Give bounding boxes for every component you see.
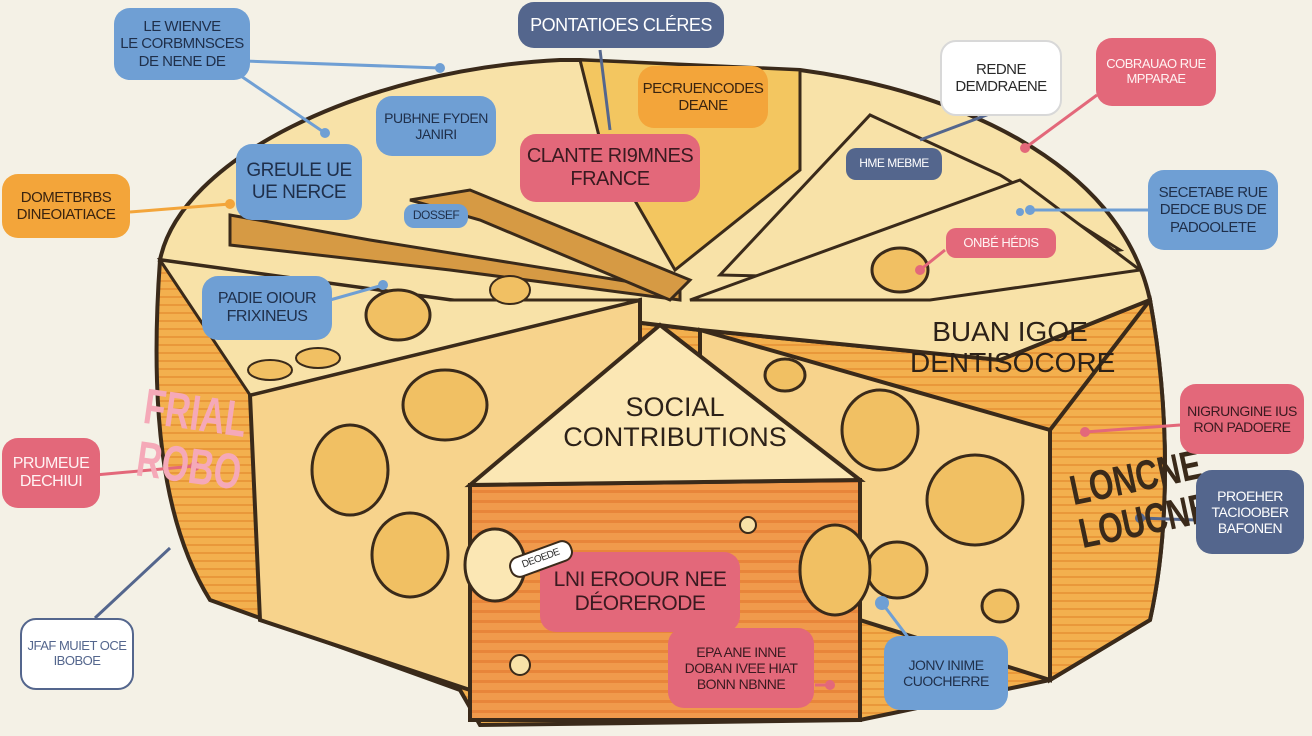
callout-proeher-line3: BAFONEN <box>1217 520 1283 537</box>
callout-pecruencodes-line2: DEANE <box>678 97 728 114</box>
callout-jfaf-line1: JFAF MUIET OCE <box>27 638 127 654</box>
center-title-line2: CONTRIBUTIONS <box>563 422 787 453</box>
callout-dossef: DOSSEF <box>404 204 468 228</box>
callout-jonv-line1: JONV INIME <box>908 656 984 673</box>
callout-left-mid-upper: DOMETBRBS DINEOIATIACE <box>2 174 130 238</box>
callout-lni: LNI EROOUR NEE DÉORERODE <box>540 552 740 632</box>
callout-redne: REDNE DEMDRAENE <box>940 40 1062 116</box>
cheese-hole <box>489 275 531 305</box>
callout-secetabe: SECETABE RUE DEDCE BUS DE PADOOLETE <box>1148 170 1278 250</box>
top-title-callout: PONTATIOES CLÉRES <box>518 2 724 48</box>
callout-secetabe-line2: DEDCE BUS DE <box>1159 201 1267 219</box>
cheese-hole <box>840 388 920 472</box>
callout-dossef-text: DOSSEF <box>412 208 460 223</box>
callout-hme-text: HME MEBME <box>859 156 929 171</box>
callout-nigrungine-line1: NIGRUNGINE IUS <box>1187 402 1297 419</box>
cheese-hole <box>739 516 757 534</box>
callout-epaane-line2: DOBAN IVEE HIAT <box>684 659 798 676</box>
callout-prumeue-line1: PRUMEUE <box>12 454 90 472</box>
cheese-hole <box>925 453 1025 547</box>
callout-pecruencodes-line1: PECRUENCODES <box>642 79 764 97</box>
callout-top-left-line1: LE WIENVE <box>143 18 221 36</box>
callout-cobrauao-line2: MPPARAE <box>1126 71 1186 86</box>
callout-top-left-line3: DE NENE DE <box>138 52 226 70</box>
callout-greule: GREULE UE UE NERCE <box>236 144 362 220</box>
cheese-hole <box>509 654 531 676</box>
callout-cobrauao: COBRAUAO RUE MPPARAE <box>1096 38 1216 106</box>
cheese-hole <box>870 246 930 294</box>
cheese-hole <box>980 588 1020 624</box>
callout-epaane: EPA ANE INNE DOBAN IVEE HIAT BONN NBNNE <box>668 628 814 708</box>
pointer-dots <box>190 63 1145 690</box>
top-title-text: PONTATIOES CLÉRES <box>530 14 712 35</box>
callout-pecruencodes: PECRUENCODES DEANE <box>638 66 768 128</box>
cheese-hole <box>295 347 341 369</box>
callout-onbe: ONBÉ HÉDIS <box>946 228 1056 258</box>
callout-top-left: LE WIENVE LE CORBMNSCES DE NENE DE <box>114 8 250 80</box>
callout-lni-line1: LNI EROOUR NEE <box>553 567 727 591</box>
callout-padie-line2: FRIXINEUS <box>226 308 308 325</box>
cheese-hole <box>247 359 293 381</box>
callout-jfaf: JFAF MUIET OCE IBOBOE <box>20 618 134 690</box>
callout-clante-line1: CLANTE RI9MNES <box>526 145 694 167</box>
pointer-lines <box>93 49 1197 687</box>
cheese-hole <box>364 288 432 342</box>
callout-nigrungine-line2: RON PADOERE <box>1193 419 1291 435</box>
cheese-hole <box>370 511 450 599</box>
callout-nigrungine: NIGRUNGINE IUS RON PADOERE <box>1180 384 1304 454</box>
right-surface-label: BUAN IGOE DENTISOCORE <box>910 316 1116 379</box>
callout-jonv-line2: CUOCHERRE <box>903 673 989 689</box>
cheese-hole <box>310 423 390 517</box>
callout-prumeue: PRUMEUE DECHIUI <box>2 438 100 508</box>
callout-puphne-line2: JANIRI <box>415 126 457 142</box>
callout-epaane-line1: EPA ANE INNE <box>696 643 786 660</box>
callout-left-mid-upper-line1: DOMETBRBS <box>20 188 112 206</box>
callout-proeher: PROEHER TACIOOBER BAFONEN <box>1196 470 1304 554</box>
callout-clante: CLANTE RI9MNES FRANCE <box>520 134 700 202</box>
cheese-hole <box>763 357 807 393</box>
cheese-hole <box>798 523 872 617</box>
callout-left-mid-upper-line2: DINEOIATIACE <box>16 206 116 223</box>
callout-padie-line1: PADIE OIOUR <box>217 289 317 307</box>
callout-lni-line2: DÉORERODE <box>574 592 706 615</box>
center-title: SOCIAL CONTRIBUTIONS <box>560 392 790 452</box>
callout-epaane-line3: BONN NBNNE <box>696 676 786 693</box>
callout-secetabe-line1: SECETABE RUE <box>1158 184 1268 202</box>
callout-greule-line2: UE NERCE <box>251 182 347 203</box>
callout-cobrauao-line1: COBRAUAO RUE <box>1106 56 1206 72</box>
callout-redne-line1: REDNE <box>975 60 1027 78</box>
callout-puphne: PUBHNE FYDEN JANIRI <box>376 96 496 156</box>
callout-top-left-line2: LE CORBMNSCES <box>120 35 244 53</box>
gap-channel-mid <box>409 188 693 302</box>
cheese-hole <box>401 368 489 442</box>
callout-greule-line1: GREULE UE <box>246 160 352 182</box>
cheese-hole <box>865 540 929 600</box>
callout-redne-line2: DEMDRAENE <box>955 78 1047 95</box>
center-wedge-top <box>464 322 866 488</box>
callout-proeher-line2: TACIOOBER <box>1211 503 1289 520</box>
callout-padie: PADIE OIOUR FRIXINEUS <box>202 276 332 340</box>
callout-jonv: JONV INIME CUOCHERRE <box>884 636 1008 710</box>
right-surface-label-line1: BUAN IGOE <box>932 316 1088 347</box>
rind-text-left: FRIAL ROBO <box>133 378 252 500</box>
callout-prumeue-line2: DECHIUI <box>19 473 83 490</box>
callout-secetabe-line3: PADOOLETE <box>1169 218 1257 236</box>
gap-channel-left <box>228 213 682 302</box>
callout-hme: HME MEBME <box>846 148 942 180</box>
right-rind-face <box>1048 295 1167 684</box>
callout-puphne-line1: PUBHNE FYDEN <box>384 109 488 126</box>
right-surface-label-line2: DENTISOCORE <box>910 347 1116 379</box>
callout-onbe-text: ONBÉ HÉDIS <box>963 234 1039 250</box>
callout-jfaf-line2: IBOBOE <box>53 653 101 668</box>
callout-clante-line2: FRANCE <box>570 168 650 190</box>
center-title-line1: SOCIAL <box>625 392 725 422</box>
callout-proeher-line1: PROEHER <box>1217 487 1283 504</box>
